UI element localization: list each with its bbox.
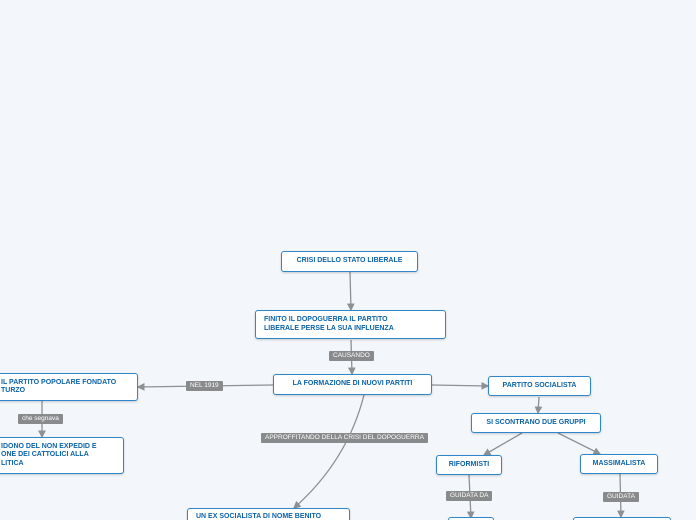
link-crisi-finito (346, 271, 355, 312)
node-ex-socialista-benito[interactable]: UN EX SOCIALISTA DI NOME BENITO (187, 508, 350, 520)
node-massimalista[interactable]: MASSIMALISTA (580, 454, 658, 474)
node-riformisti-leader[interactable] (448, 517, 494, 520)
link-label-nel-1919: NEL 1919 (186, 381, 223, 391)
link-scontrano-riformisti (482, 432, 523, 456)
link-label-guidata-da: GUIDATA DA (446, 491, 493, 501)
link-label-guidata: GUIDATA (603, 492, 639, 502)
node-riformisti[interactable]: RIFORMISTI (436, 455, 502, 475)
link-formazione-socialista (431, 381, 490, 390)
node-massimalista-leader[interactable] (573, 517, 671, 520)
link-label-approfittando: APPROFFITANDO DELLA CRISI DEL DOPOGUERRA (261, 433, 428, 443)
link-label-che-segnava: che segnava (18, 414, 63, 424)
node-finito-dopoguerra[interactable]: FINITO IL DOPOGUERRA IL PARTITO LIBERALE… (255, 310, 446, 339)
node-si-scontrano-due-gruppi[interactable]: SI SCONTRANO DUE GRUPPI (471, 413, 601, 433)
link-socialista-scontrano (534, 396, 543, 415)
node-formazione-nuovi-partiti[interactable]: LA FORMAZIONE DI NUOVI PARTITI (273, 374, 432, 395)
node-abbandono-non-expedit[interactable]: IDONO DEL NON EXPEDID E ONE DEI CATTOLIC… (0, 437, 124, 474)
node-partito-popolare[interactable]: IL PARTITO POPOLARE FONDATO TURZO (0, 373, 138, 401)
link-label-causando: CAUSANDO (329, 351, 374, 361)
link-scontrano-massimalista (557, 432, 602, 455)
node-crisi-stato-liberale[interactable]: CRISI DELLO STATO LIBERALE (281, 251, 418, 272)
link-formazione-mussolini (293, 394, 365, 509)
node-partito-socialista[interactable]: PARTITO SOCIALISTA (488, 376, 591, 396)
